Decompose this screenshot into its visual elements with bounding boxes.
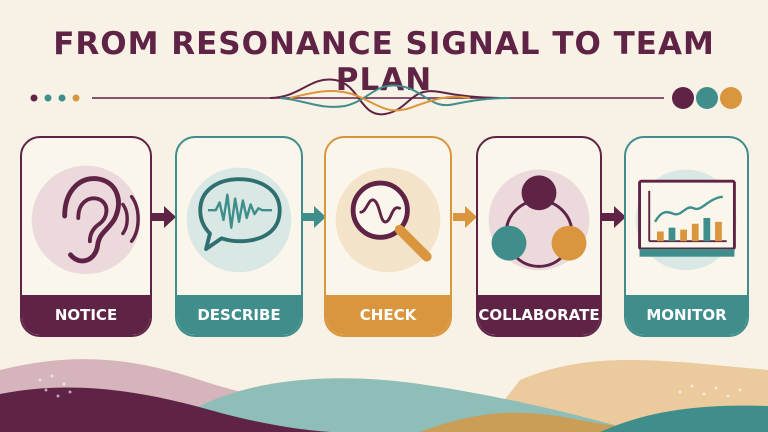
chart-monitor-icon [635,169,737,271]
small-dot-1 [30,94,38,102]
step-card-monitor: MONITOR [624,136,749,337]
arrow-right-icon [302,206,326,228]
step-label-describe: DESCRIBE [177,295,301,335]
step-card-collaborate: COLLABORATE [476,136,602,337]
ear-icon [31,165,141,275]
wave-orange [289,90,471,112]
big-dot-plum [672,87,694,109]
header-wave-decoration [30,78,742,116]
step-card-notice: NOTICE [20,136,152,337]
page-title: FROM RESONANCE SIGNAL TO TEAM PLAN [53,26,715,98]
arrow-right-icon [453,206,477,228]
small-dot-3 [58,94,66,102]
bottom-hills-decoration [0,359,768,432]
big-dot-orange [720,87,742,109]
wave-plum [269,78,501,116]
step-label-collaborate: COLLABORATE [478,295,600,335]
arrow-right-icon [152,206,176,228]
small-dot-2 [44,94,52,102]
step-label-notice: NOTICE [22,295,150,335]
step-card-describe: DESCRIBE [175,136,303,337]
step-label-monitor: MONITOR [626,295,747,335]
speech-waveform-icon [186,167,292,273]
small-dot-4 [72,94,80,102]
big-dot-teal [696,87,718,109]
network-nodes-icon [488,169,590,271]
wave-teal [279,84,511,108]
step-label-check: CHECK [326,295,450,335]
step-card-check: CHECK [324,136,452,337]
arrow-right-icon [602,206,626,228]
magnifier-wave-icon [335,167,441,273]
